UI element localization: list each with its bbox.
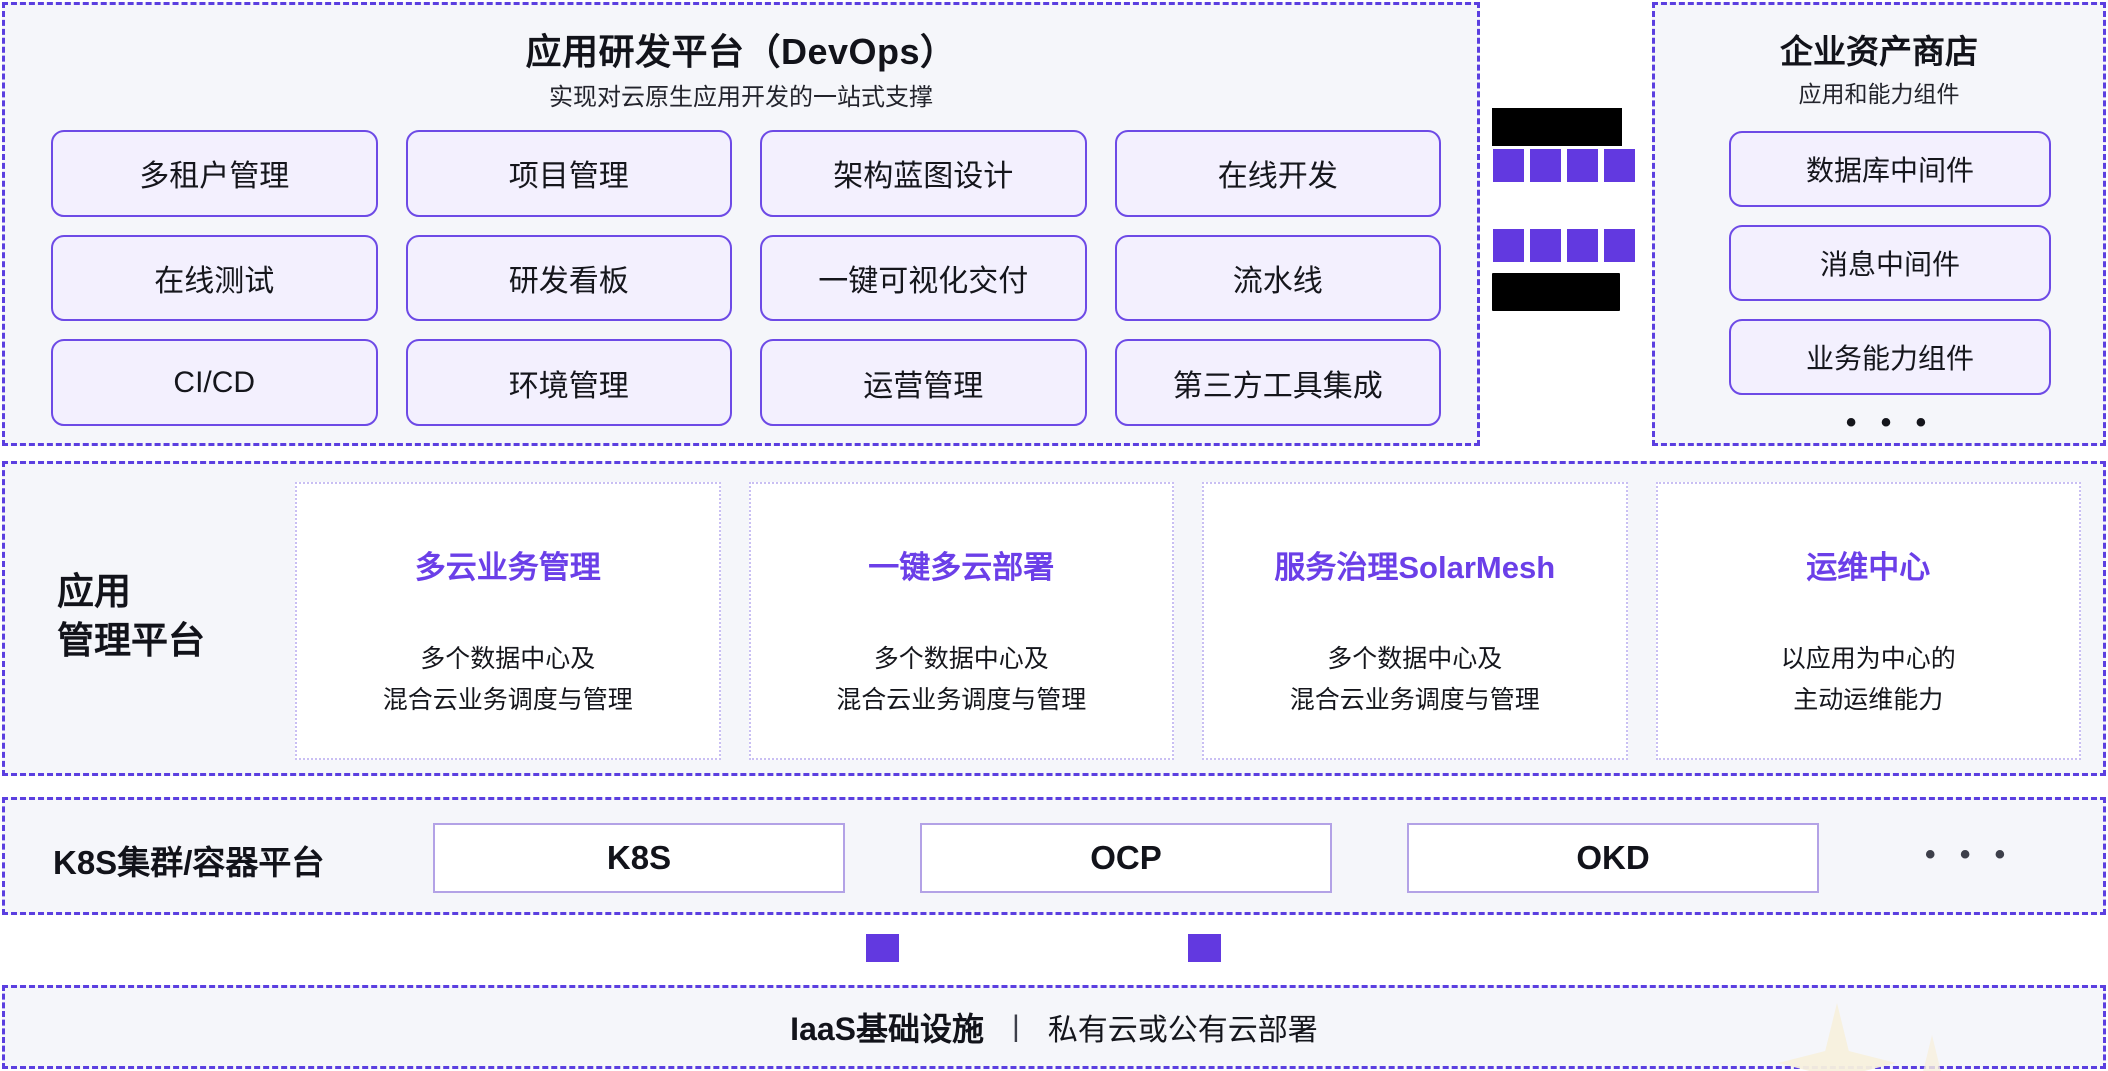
connector-square (1567, 229, 1598, 262)
iaas-divider: | (1012, 1010, 1020, 1043)
connector-square (1530, 229, 1561, 262)
iaas-infrastructure-panel: IaaS基础设施 | 私有云或公有云部署 (2, 985, 2106, 1069)
redacted-label-top (1492, 108, 1622, 146)
devops-tile[interactable]: 环境管理 (405, 339, 732, 426)
management-card-title: 一键多云部署 (868, 550, 1055, 585)
management-card-title: 多云业务管理 (414, 550, 601, 585)
management-card[interactable]: 运维中心 以应用为中心的 主动运维能力 (1655, 482, 2081, 760)
devops-tile[interactable]: 流水线 (1114, 234, 1441, 322)
application-management-panel: 应用 管理平台 多云业务管理 多个数据中心及 混合云业务调度与管理 一键多云部署… (2, 461, 2106, 776)
devops-tile[interactable]: 研发看板 (405, 234, 732, 322)
connector-squares-upper (1493, 149, 1635, 182)
iaas-content: IaaS基础设施 | 私有云或公有云部署 (5, 988, 2103, 1066)
devops-tile-grid: 多租户管理 项目管理 架构蓝图设计 在线开发 在线测试 研发看板 一键可视化交付… (51, 130, 1441, 426)
management-card[interactable]: 多云业务管理 多个数据中心及 混合云业务调度与管理 (295, 482, 721, 760)
connector-square (1530, 149, 1561, 182)
devops-subtitle: 实现对云原生应用开发的一站式支撑 (549, 84, 933, 111)
management-card-desc: 多个数据中心及 混合云业务调度与管理 (836, 645, 1087, 714)
devops-tile[interactable]: 在线测试 (51, 234, 378, 322)
devops-tile[interactable]: 运营管理 (760, 339, 1087, 426)
devops-tile[interactable]: 多租户管理 (51, 130, 378, 217)
devops-tile[interactable]: 一键可视化交付 (760, 234, 1087, 322)
store-title: 企业资产商店 (1780, 33, 1978, 70)
management-card-row: 多云业务管理 多个数据中心及 混合云业务调度与管理 一键多云部署 多个数据中心及… (295, 482, 2081, 760)
devops-title: 应用研发平台（DevOps） (525, 31, 957, 72)
iaas-title: IaaS基础设施 (790, 1011, 985, 1047)
k8s-cluster-panel: K8S集群/容器平台 K8S OCP OKD • • • (2, 797, 2106, 915)
connector-square (1567, 149, 1598, 182)
connector-square (1604, 229, 1635, 262)
management-card-title: 运维中心 (1806, 550, 1931, 585)
store-more-ellipsis: • • • (1845, 406, 1935, 439)
store-tile-list: 数据库中间件 消息中间件 业务能力组件 • • • (1729, 131, 2051, 439)
devops-tile[interactable]: 项目管理 (405, 130, 732, 217)
management-card[interactable]: 一键多云部署 多个数据中心及 混合云业务调度与管理 (748, 482, 1174, 760)
k8s-box[interactable]: OKD (1407, 823, 1819, 893)
connector-square (1604, 149, 1635, 182)
management-platform-label: 应用 管理平台 (57, 571, 205, 661)
store-tile[interactable]: 业务能力组件 (1729, 319, 2051, 395)
enterprise-asset-store-panel: 企业资产商店 应用和能力组件 数据库中间件 消息中间件 业务能力组件 • • • (1652, 2, 2106, 446)
management-card[interactable]: 服务治理SolarMesh 多个数据中心及 混合云业务调度与管理 (1202, 482, 1628, 760)
k8s-more-ellipsis: • • • (1925, 838, 2014, 871)
devops-tile[interactable]: CI/CD (51, 339, 378, 426)
k8s-box[interactable]: OCP (920, 823, 1332, 893)
store-tile[interactable]: 数据库中间件 (1729, 131, 2051, 207)
store-subtitle: 应用和能力组件 (1798, 81, 1960, 107)
devops-tile[interactable]: 架构蓝图设计 (760, 130, 1087, 217)
devops-platform-panel: 应用研发平台（DevOps） 实现对云原生应用开发的一站式支撑 多租户管理 项目… (2, 2, 1480, 446)
management-card-desc: 多个数据中心及 混合云业务调度与管理 (1289, 645, 1540, 714)
k8s-box[interactable]: K8S (433, 823, 845, 893)
k8s-panel-label: K8S集群/容器平台 (53, 844, 325, 881)
store-tile[interactable]: 消息中间件 (1729, 225, 2051, 301)
management-card-desc: 多个数据中心及 混合云业务调度与管理 (382, 645, 633, 714)
connector-squares-lower (1493, 229, 1635, 262)
redacted-label-bottom (1492, 273, 1620, 311)
iaas-subtitle: 私有云或公有云部署 (1047, 1014, 1318, 1047)
management-card-desc: 以应用为中心的 主动运维能力 (1780, 645, 1956, 714)
layer-connector-square (1188, 934, 1221, 962)
layer-connector-square (866, 934, 899, 962)
connector-square (1493, 149, 1524, 182)
connector-column (1492, 100, 1652, 340)
connector-square (1493, 229, 1524, 262)
devops-tile[interactable]: 第三方工具集成 (1114, 339, 1441, 426)
devops-tile[interactable]: 在线开发 (1114, 130, 1441, 217)
management-card-title: 服务治理SolarMesh (1274, 550, 1556, 585)
